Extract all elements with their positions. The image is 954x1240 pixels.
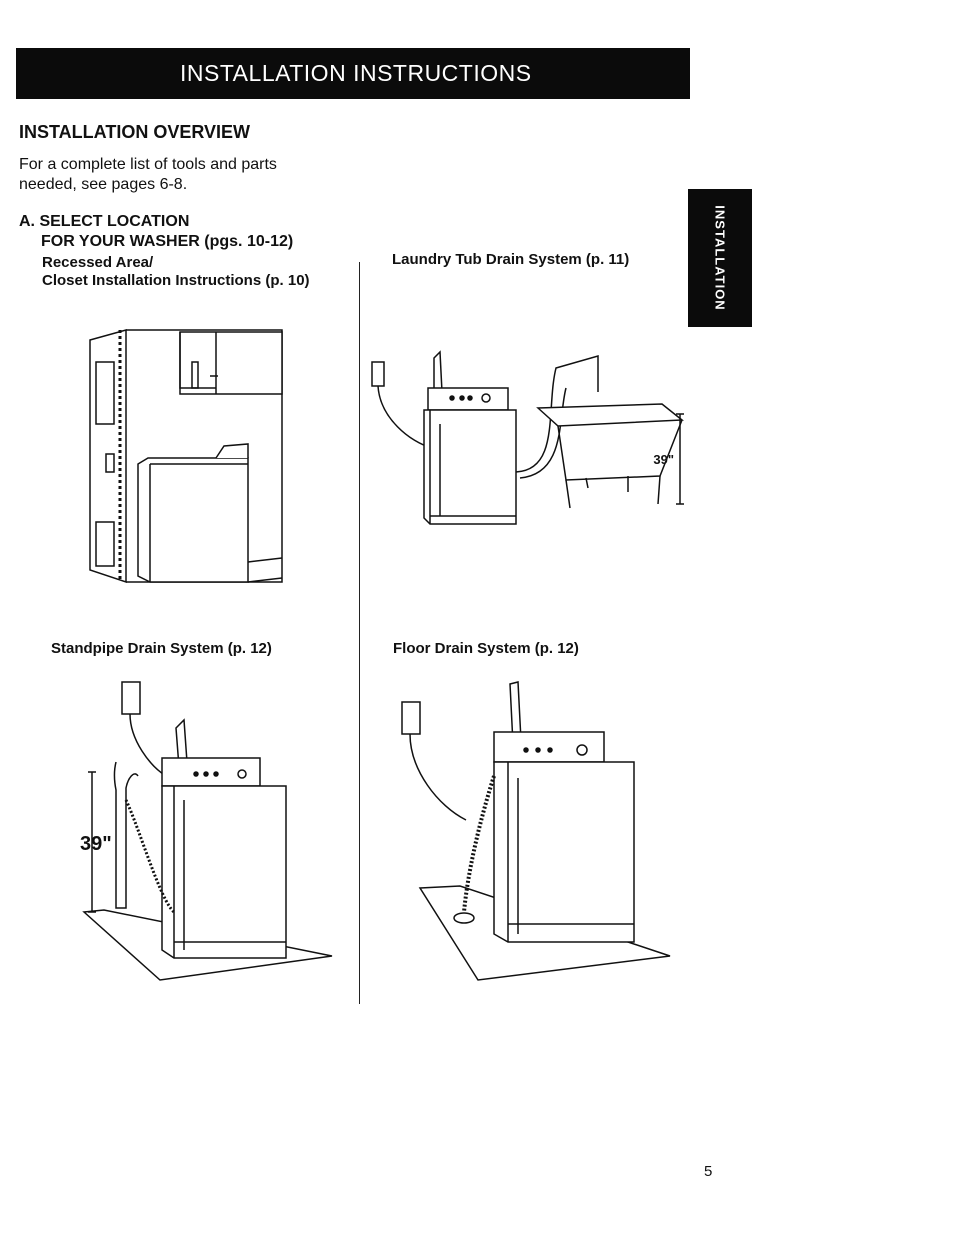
banner-title: INSTALLATION INSTRUCTIONS (180, 60, 532, 86)
floor-drain-illustration (398, 680, 674, 986)
recessed-area-label: Recessed Area/ (42, 254, 154, 271)
overview-intro: For a complete list of tools and parts n… (19, 155, 339, 195)
side-tab: INSTALLATION (688, 189, 752, 327)
laundry-tub-caption: Laundry Tub Drain System (p. 11) (392, 251, 630, 268)
intro-line-2: needed, see pages 6-8. (19, 176, 188, 193)
section-banner: INSTALLATION INSTRUCTIONS (16, 48, 690, 99)
column-divider (359, 262, 360, 1004)
floor-drain-caption: Floor Drain System (p. 12) (393, 640, 579, 657)
tub-height-label: 39" (653, 452, 674, 467)
closet-installation-illustration (88, 326, 286, 584)
intro-line-1: For a complete list of tools and parts (19, 156, 277, 173)
standpipe-illustration: 39" (80, 680, 336, 986)
standpipe-caption: Standpipe Drain System (p. 12) (51, 640, 272, 657)
side-tab-label: INSTALLATION (712, 205, 728, 311)
select-location-heading: A. SELECT LOCATION (19, 213, 190, 230)
overview-heading: INSTALLATION OVERVIEW (19, 122, 251, 142)
laundry-tub-illustration: 39" (370, 348, 700, 534)
standpipe-height-label: 39" (80, 833, 112, 855)
select-location-subheading: FOR YOUR WASHER (pgs. 10-12) (41, 233, 294, 250)
page-number: 5 (704, 1163, 713, 1180)
closet-instructions-label: Closet Installation Instructions (p. 10) (42, 272, 310, 289)
